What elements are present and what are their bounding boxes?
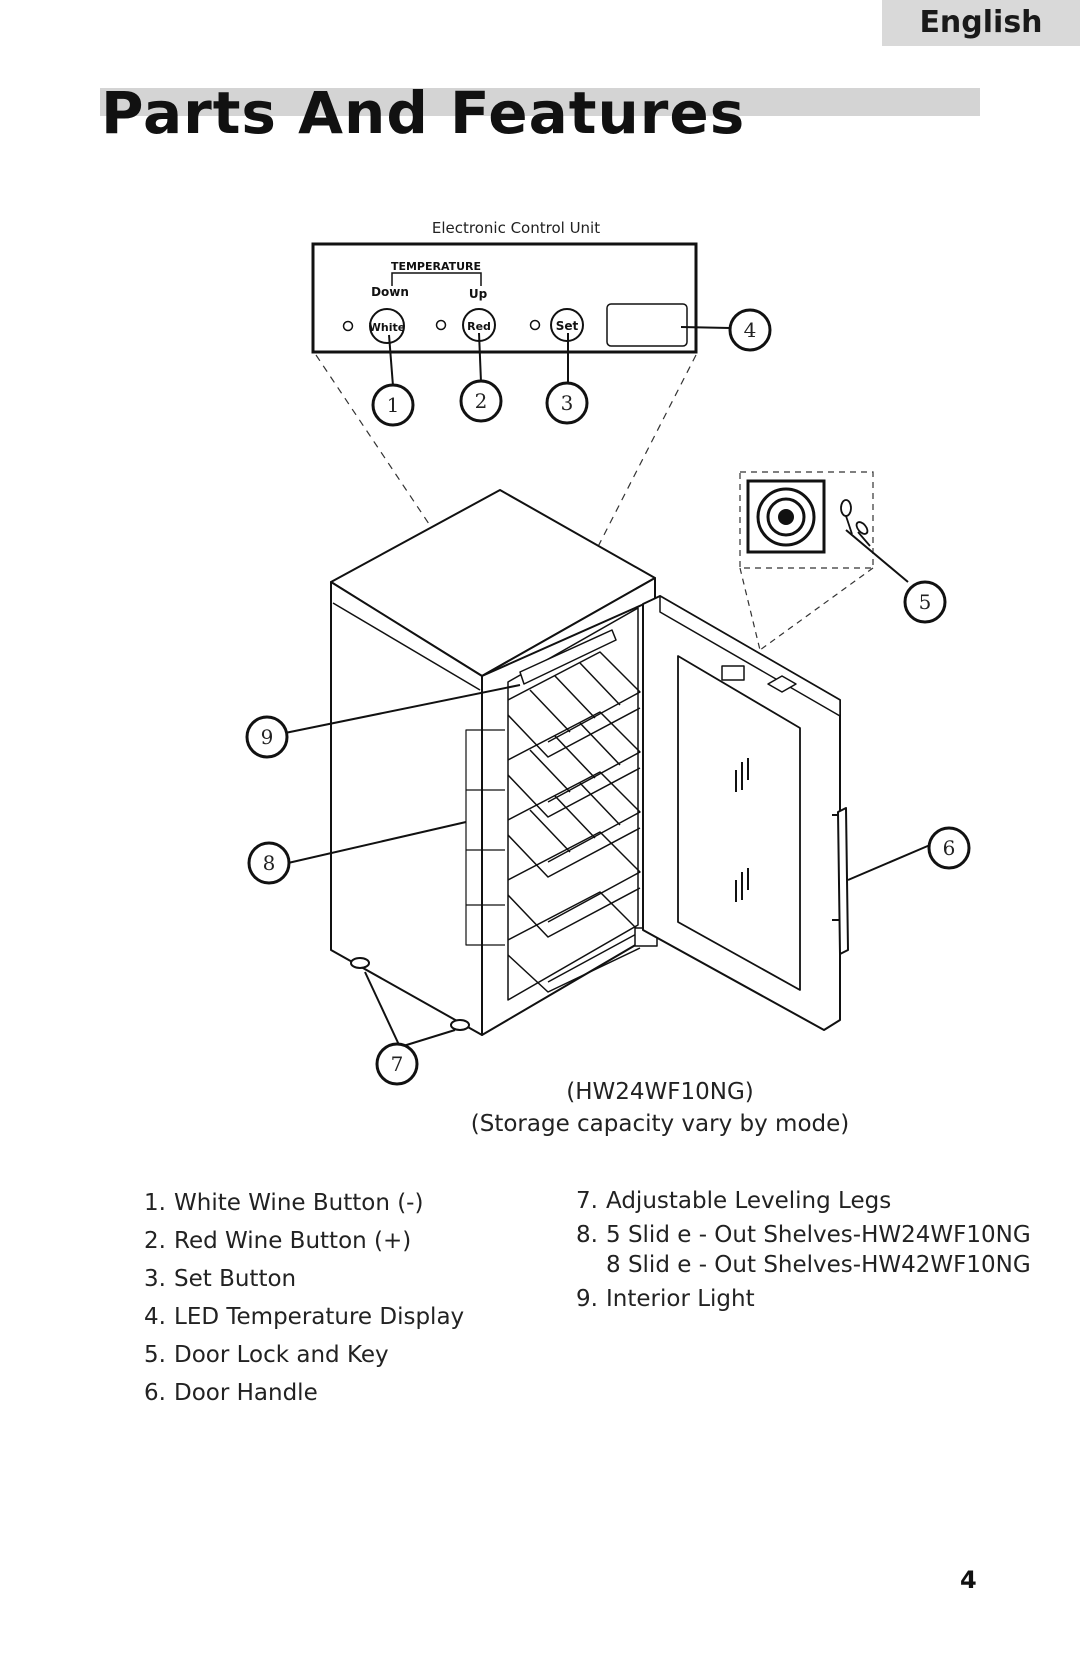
- svg-text:Red: Red: [467, 320, 491, 333]
- white-wine-button[interactable]: White: [369, 308, 405, 344]
- svg-text:9: 9: [261, 725, 274, 749]
- list-item: 5.Door Lock and Key: [144, 1342, 389, 1368]
- svg-text:1: 1: [387, 393, 400, 417]
- list-item: 1.White Wine Button (-): [144, 1190, 424, 1216]
- list-item: 6.Door Handle: [144, 1380, 318, 1406]
- list-item: 7.Adjustable Leveling Legs: [576, 1188, 892, 1214]
- list-item: 9.Interior Light: [576, 1286, 755, 1312]
- callout-5: 5: [903, 580, 947, 624]
- parts-list-right: 7.Adjustable Leveling Legs 8.5 Slid e - …: [576, 1182, 1031, 1318]
- svg-text:7: 7: [391, 1052, 404, 1076]
- led-display: [606, 303, 688, 347]
- list-item: 8 Slid e - Out Shelves-HW42WF10NG: [606, 1252, 1031, 1278]
- callout-1: 1: [371, 383, 415, 427]
- set-button[interactable]: Set: [550, 308, 584, 342]
- svg-text:2: 2: [475, 389, 488, 413]
- svg-text:4: 4: [744, 318, 757, 342]
- capacity-note: (Storage capacity vary by mode): [470, 1111, 850, 1137]
- svg-text:White: White: [369, 321, 405, 334]
- svg-text:5: 5: [919, 590, 932, 614]
- control-unit-heading: Electronic Control Unit: [432, 219, 600, 237]
- callout-2: 2: [459, 379, 503, 423]
- svg-text:Set: Set: [556, 319, 579, 333]
- page-title: Parts And Features: [101, 79, 746, 147]
- door-lock-icon: [746, 479, 826, 554]
- list-item: 3.Set Button: [144, 1266, 297, 1292]
- page-number: 4: [960, 1566, 977, 1594]
- svg-text:3: 3: [561, 391, 574, 415]
- title-underline-bar: [100, 88, 980, 116]
- set-indicator-led: [529, 319, 541, 331]
- callout-6: 6: [927, 826, 971, 870]
- temperature-label: TEMPERATURE: [391, 260, 481, 273]
- door: [642, 595, 849, 1031]
- list-item: 4.LED Temperature Display: [144, 1304, 465, 1330]
- up-label: Up: [469, 287, 488, 301]
- cabinet: [330, 489, 658, 1036]
- down-label: Down: [371, 285, 409, 299]
- callout-4: 4: [728, 308, 772, 352]
- lock-inset-frame: [739, 471, 874, 569]
- language-tab[interactable]: English: [882, 0, 1080, 46]
- parts-list-left: 1.White Wine Button (-) 2.Red Wine Butto…: [144, 1184, 464, 1412]
- callout-9: 9: [245, 715, 289, 759]
- white-indicator-led: [342, 320, 354, 332]
- list-item: 8.5 Slid e - Out Shelves-HW24WF10NG: [576, 1222, 1031, 1248]
- callout-8: 8: [247, 841, 291, 885]
- list-item: 2.Red Wine Button (+): [144, 1228, 412, 1254]
- callout-7: 7: [375, 1042, 419, 1086]
- callout-3: 3: [545, 381, 589, 425]
- svg-text:8: 8: [263, 851, 276, 875]
- red-indicator-led: [435, 319, 447, 331]
- key-icon: [840, 499, 871, 547]
- model-caption: (HW24WF10NG): [566, 1079, 754, 1105]
- svg-text:6: 6: [943, 836, 956, 860]
